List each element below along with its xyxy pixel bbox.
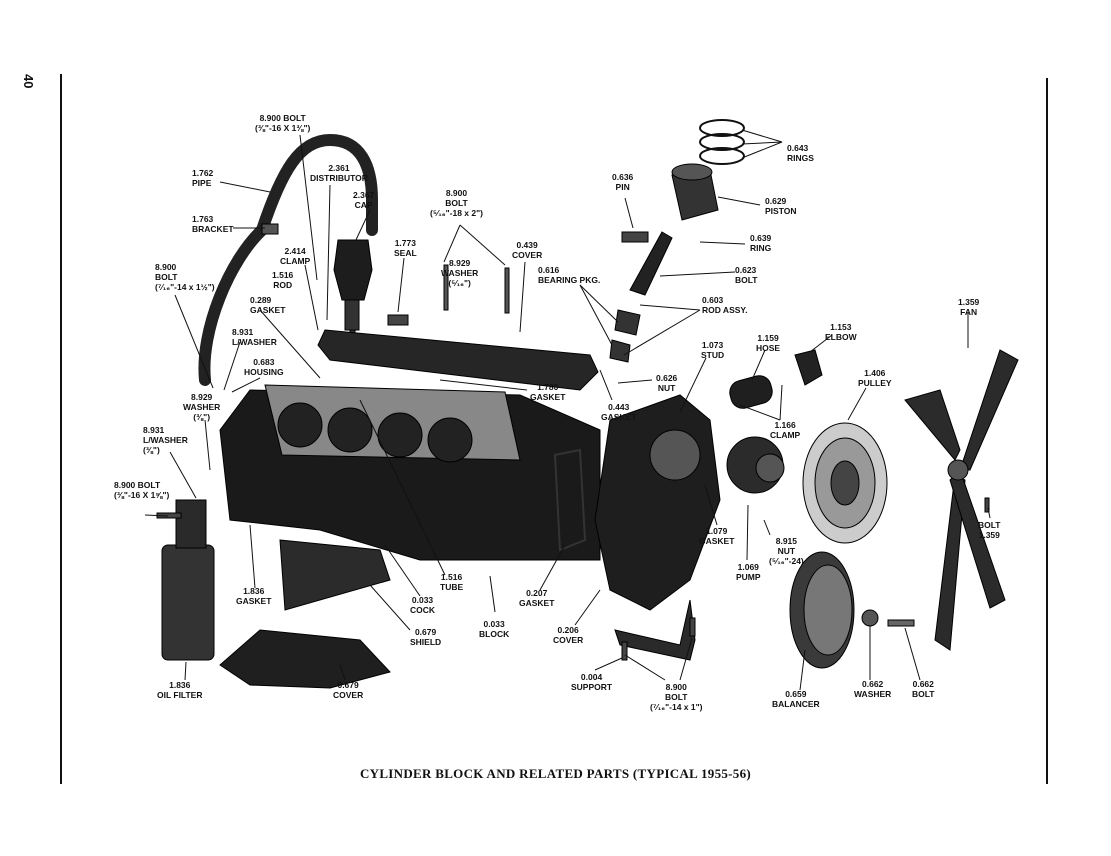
piston <box>671 163 719 221</box>
piston-ring-3 <box>699 147 745 165</box>
connecting-rod <box>629 231 673 296</box>
rod-cap <box>614 309 641 336</box>
pan-cover <box>219 629 391 689</box>
fan <box>904 349 1019 651</box>
filler-pipe <box>198 133 378 386</box>
balancer <box>789 551 855 669</box>
leader-lines <box>144 129 991 691</box>
bolt-fan <box>984 497 990 513</box>
bolt-support-1 <box>621 641 628 661</box>
balancer-washer <box>861 609 879 627</box>
bolt-valve-2 <box>504 267 510 314</box>
right-margin-rule <box>1046 78 1048 784</box>
water-pump <box>726 436 785 494</box>
pulley <box>802 422 888 544</box>
label-bolt-top: 8.900 BOLT(⅜"-16 X 1⅜") <box>255 113 311 133</box>
rod-lower <box>609 339 631 363</box>
oil-filter <box>161 499 215 661</box>
piston-pin <box>621 231 649 243</box>
timing-gasket <box>553 448 587 552</box>
cylinder-block <box>219 384 601 561</box>
bolt-valve-1 <box>443 264 449 311</box>
support <box>614 599 696 661</box>
seal <box>387 314 409 326</box>
shield <box>279 539 391 611</box>
distributor <box>333 239 373 351</box>
elbow <box>794 349 823 386</box>
left-margin-rule <box>60 74 62 784</box>
balancer-bolt <box>887 619 915 627</box>
bolt-support-2 <box>689 617 696 637</box>
label-bolt-filter: 8.900 BOLT(⅜"-16 X 1⅝") <box>114 480 170 500</box>
piston-ring-1 <box>699 119 745 137</box>
figure-caption: CYLINDER BLOCK AND RELATED PARTS (TYPICA… <box>359 766 752 781</box>
hose <box>729 375 773 409</box>
timing-cover <box>594 394 721 611</box>
bracket <box>261 223 279 235</box>
piston-ring-2 <box>699 133 745 151</box>
valve-cover <box>317 329 599 391</box>
